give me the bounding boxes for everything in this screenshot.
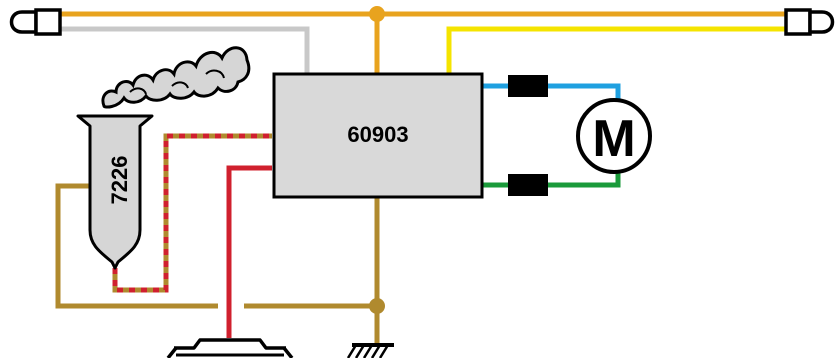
ground-icon xyxy=(346,343,394,358)
module-60903: 60903 xyxy=(272,72,484,199)
green-wire xyxy=(482,168,621,188)
suppressor-choke-icon xyxy=(508,174,548,196)
red-brown-wire xyxy=(112,133,272,293)
suppressor-choke-icon xyxy=(508,75,548,97)
bulb-left-icon xyxy=(9,8,62,36)
bulb-right-icon xyxy=(784,8,835,36)
smoke-generator-label: 7226 xyxy=(107,156,132,205)
orange-junction-dot xyxy=(369,6,385,22)
grey-wire xyxy=(60,26,310,74)
motor-label: M xyxy=(592,110,635,168)
smoke-generator-body xyxy=(76,114,154,270)
orange-wire-group xyxy=(60,6,786,74)
blue-wire xyxy=(482,83,621,100)
red-wire xyxy=(226,165,272,338)
brown-smoke-wire xyxy=(55,183,218,309)
smoke-generator: 7226 xyxy=(76,114,154,270)
module-label: 60903 xyxy=(347,122,408,147)
smoke-cloud-icon xyxy=(101,46,251,109)
brown-junction-dot xyxy=(369,298,385,314)
yellow-wire xyxy=(446,26,786,74)
pickup-shoe-icon xyxy=(166,338,294,358)
module-box xyxy=(272,72,484,199)
motor-icon: M xyxy=(576,98,652,174)
